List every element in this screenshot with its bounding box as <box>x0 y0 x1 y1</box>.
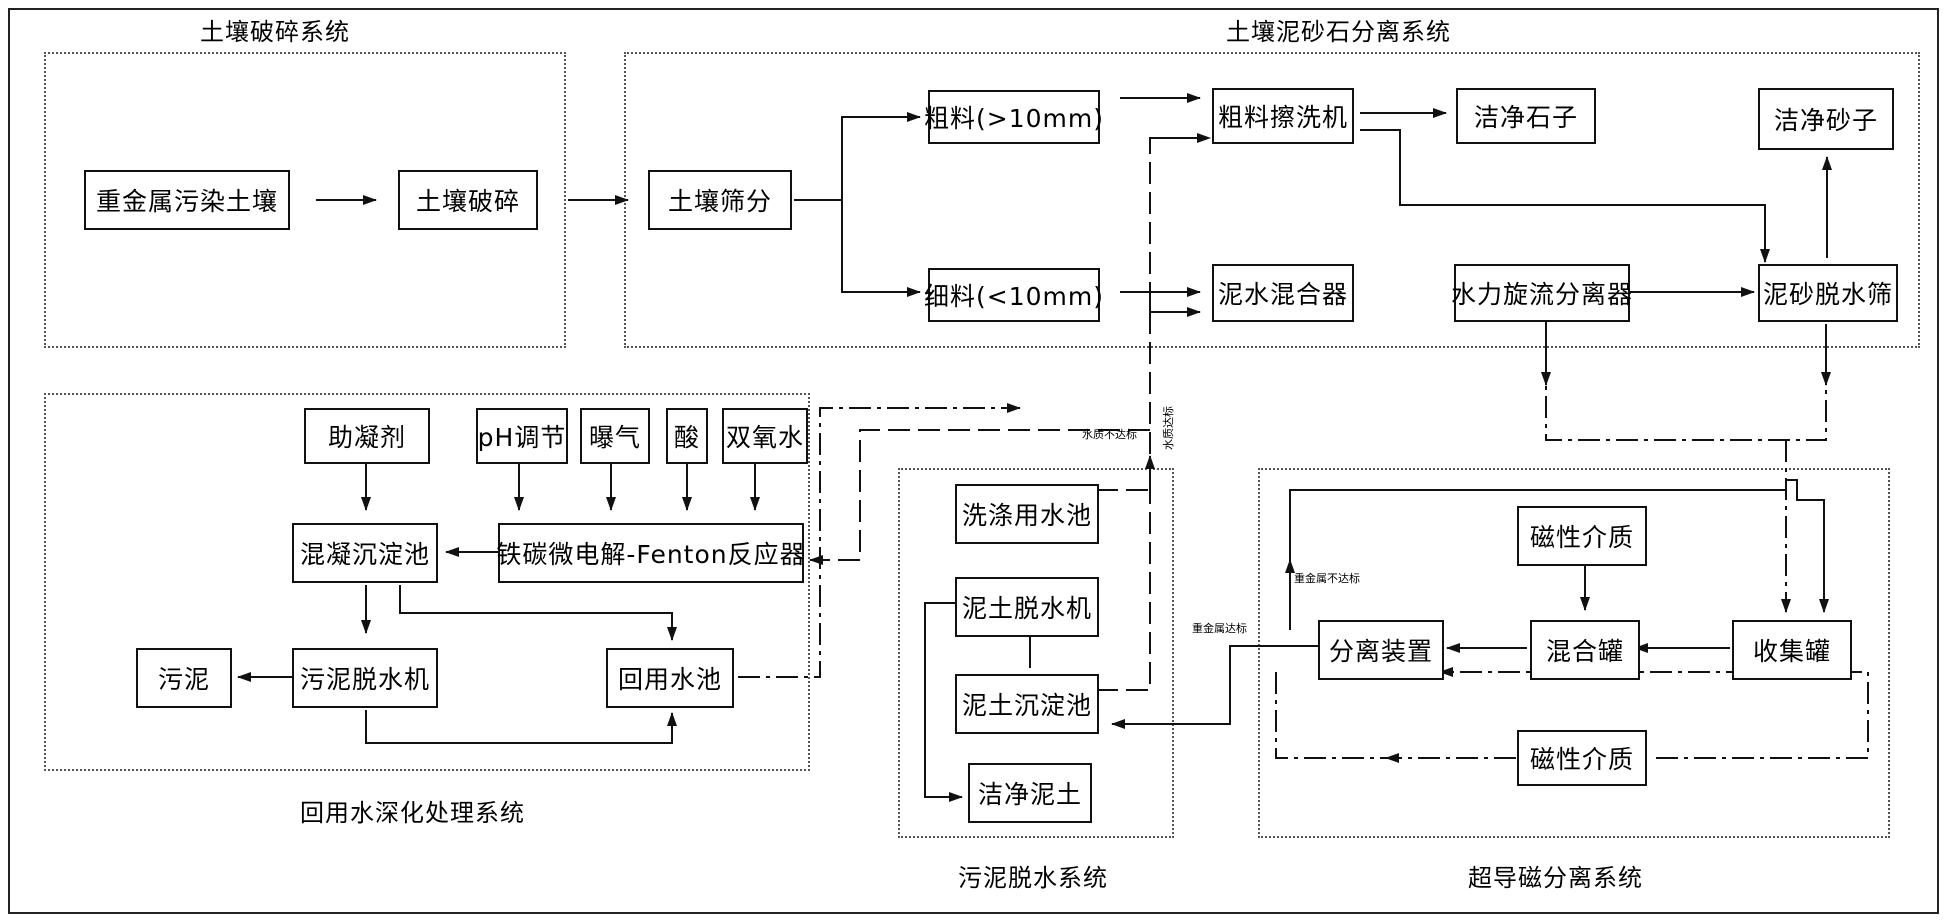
box-sludge-dewater: 污泥脱水机 <box>292 648 438 708</box>
box-sludge: 污泥 <box>136 648 232 708</box>
title-separation: 土壤泥砂石分离系统 <box>1226 18 1451 46</box>
note-metal-pass: 重金属达标 <box>1192 622 1247 635</box>
region-magnetic <box>1258 468 1890 838</box>
box-contaminated-soil: 重金属污染土壤 <box>84 170 290 230</box>
box-coarse-washer: 粗料擦洗机 <box>1212 88 1354 144</box>
box-coarse: 粗料(>10mm) <box>924 90 1103 144</box>
box-fine: 细料(<10mm) <box>924 268 1103 322</box>
box-soil-settle: 泥土沉淀池 <box>955 674 1099 734</box>
box-ph-adjust: pH调节 <box>476 408 568 464</box>
outer-frame <box>8 8 1939 914</box>
note-metal-fail: 重金属不达标 <box>1294 572 1360 585</box>
box-acid: 酸 <box>666 408 708 464</box>
title-reuse-water: 回用水深化处理系统 <box>300 799 525 827</box>
box-magnetic-medium-top: 磁性介质 <box>1517 506 1647 566</box>
box-separator: 分离装置 <box>1318 620 1444 680</box>
title-sludge: 污泥脱水系统 <box>958 864 1108 892</box>
box-mud-mixer: 泥水混合器 <box>1212 264 1354 322</box>
region-sludge <box>898 468 1174 838</box>
box-aeration: 曝气 <box>580 408 650 464</box>
box-magnetic-medium-bottom: 磁性介质 <box>1517 730 1647 786</box>
box-coag-tank: 混凝沉淀池 <box>292 523 438 583</box>
title-crushing: 土壤破碎系统 <box>200 18 350 46</box>
box-soil-screen: 土壤筛分 <box>648 170 792 230</box>
box-clean-sand: 洁净砂子 <box>1758 88 1894 150</box>
box-mix-tank: 混合罐 <box>1530 620 1640 680</box>
box-soil-dewater: 泥土脱水机 <box>955 577 1099 637</box>
box-clean-soil: 洁净泥土 <box>968 763 1092 823</box>
box-coagulant: 助凝剂 <box>304 408 430 464</box>
region-reuse-water <box>44 393 810 771</box>
note-water-pass: 水质达标 <box>1162 406 1175 450</box>
box-hydrocyclone: 水力旋流分离器 <box>1451 264 1632 322</box>
box-fenton: 铁碳微电解-Fenton反应器 <box>496 523 805 583</box>
region-crushing <box>44 52 566 348</box>
box-h2o2: 双氧水 <box>722 408 808 464</box>
box-collect-tank: 收集罐 <box>1732 620 1852 680</box>
box-wash-pool: 洗涤用水池 <box>955 484 1099 544</box>
box-sand-dewater-screen: 泥砂脱水筛 <box>1758 264 1898 322</box>
title-magnetic: 超导磁分离系统 <box>1468 864 1643 892</box>
note-water-fail: 水质不达标 <box>1082 428 1137 441</box>
box-soil-crush: 土壤破碎 <box>398 170 538 230</box>
box-reuse-pool: 回用水池 <box>606 648 734 708</box>
box-clean-stone: 洁净石子 <box>1456 88 1596 144</box>
